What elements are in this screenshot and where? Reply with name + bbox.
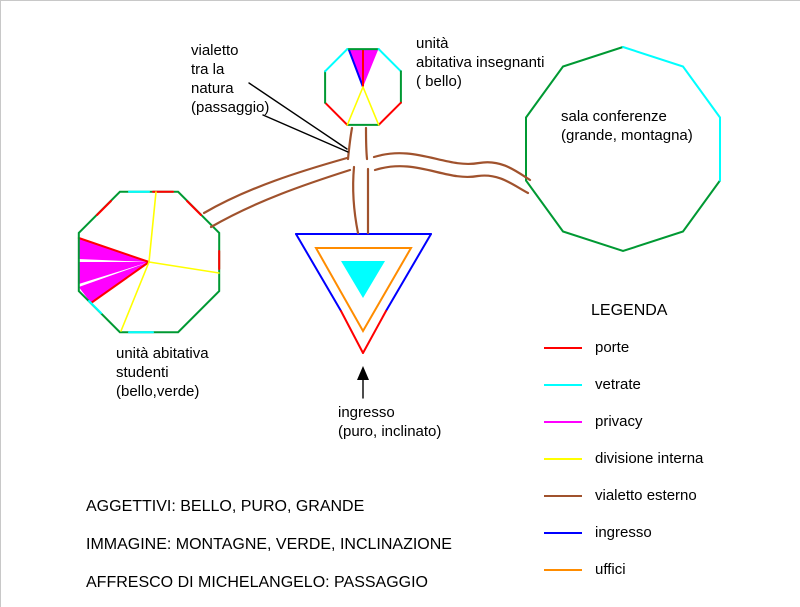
- wall-outline: [525, 46, 721, 253]
- privacy-wedge: [78, 262, 149, 303]
- insegnanti-label: unità abitativa insegnanti ( bello): [416, 35, 545, 91]
- vetrate-edge: [324, 48, 349, 73]
- vetrate-edges: [622, 46, 721, 182]
- legend-item-label: porte: [595, 339, 630, 356]
- vialetto-line: [346, 126, 354, 161]
- ingresso-arrow: [357, 366, 369, 399]
- legend-item-porte: porte: [544, 339, 729, 356]
- vetrate-fill: [341, 261, 385, 298]
- legend-title: LEGENDA: [591, 302, 668, 319]
- porte-line: [77, 237, 150, 263]
- vialetto-line: [364, 126, 369, 161]
- porte-swatch: [544, 346, 582, 349]
- uffici-swatch: [544, 568, 582, 571]
- porte-edge: [96, 200, 112, 216]
- legend-item-privacy: privacy: [544, 413, 729, 430]
- vialetto-line: [202, 156, 349, 215]
- note-immagine: IMMAGINE: MONTAGNE, VERDE, INCLINAZIONE: [86, 536, 452, 553]
- divisione-interna-swatch: [544, 457, 582, 460]
- porte-edge: [362, 310, 387, 354]
- legend-item-label: divisione interna: [595, 450, 704, 467]
- legend-item-label: privacy: [595, 413, 643, 430]
- legend: LEGENDA porte vetrate privacy divisione …: [544, 302, 729, 598]
- ingresso-line: [348, 49, 364, 88]
- sala-conferenze-shape: [525, 46, 721, 253]
- vialetto-line: [373, 165, 530, 195]
- divisione-line: [362, 86, 380, 126]
- vialetto-line: [209, 168, 352, 229]
- legend-item-divisione-interna: divisione interna: [544, 450, 729, 467]
- legend-item-uffici: uffici: [544, 561, 729, 578]
- legend-item-label: uffici: [595, 561, 626, 578]
- uffici-triangle: [314, 247, 413, 334]
- note-aggettivi: AGGETTIVI: BELLO, PURO, GRANDE: [86, 498, 365, 515]
- porte-edge: [324, 101, 349, 126]
- vetrate-swatch: [544, 383, 582, 386]
- pointer-line: [248, 82, 348, 150]
- privacy-swatch: [544, 420, 582, 423]
- ingresso-swatch: [544, 531, 582, 534]
- legend-item-vetrate: vetrate: [544, 376, 729, 393]
- porte-edge: [340, 310, 364, 354]
- divisione-line: [120, 261, 150, 332]
- vialetto-paths: [202, 126, 532, 235]
- unita-insegnanti-shape: [324, 48, 402, 126]
- privacy-wedge: [78, 262, 149, 284]
- pointer-line: [262, 114, 349, 153]
- legend-item-label: ingresso: [595, 524, 652, 541]
- vialetto-line: [352, 165, 360, 235]
- vialetto-line: [372, 152, 532, 182]
- ingresso-edge: [295, 233, 342, 312]
- ingresso-shape: [295, 233, 432, 354]
- legend-item-vialetto-esterno: vialetto esterno: [544, 487, 729, 504]
- vialetto-esterno-swatch: [544, 494, 582, 497]
- divisione-line: [148, 261, 220, 274]
- legend-item-label: vialetto esterno: [595, 487, 697, 504]
- porte-edge: [186, 200, 202, 216]
- vetrate-edge: [377, 48, 402, 73]
- ingresso-label: ingresso (puro, inclinato): [338, 404, 442, 441]
- porte-line: [90, 261, 150, 304]
- divisione-line: [148, 191, 157, 263]
- vialetto-label: vialetto tra la natura (passaggio): [191, 42, 270, 117]
- note-affresco: AFFRESCO DI MICHELANGELO: PASSAGGIO: [86, 574, 428, 591]
- arrow-head: [357, 366, 369, 380]
- vetrate-edge: [88, 300, 102, 314]
- divisione-line: [346, 86, 364, 126]
- sala-conferenze-label: sala conferenze (grande, montagna): [561, 108, 693, 145]
- studenti-label: unità abitativa studenti (bello,verde): [116, 345, 209, 401]
- vialetto-pointer: [248, 82, 349, 153]
- unita-studenti-shape: [77, 190, 221, 334]
- porte-edge: [377, 101, 402, 126]
- notes: AGGETTIVI: BELLO, PURO, GRANDE IMMAGINE:…: [86, 498, 452, 607]
- legend-item-ingresso: ingresso: [544, 524, 729, 541]
- ingresso-edge: [385, 233, 432, 312]
- legend-item-label: vetrate: [595, 376, 641, 393]
